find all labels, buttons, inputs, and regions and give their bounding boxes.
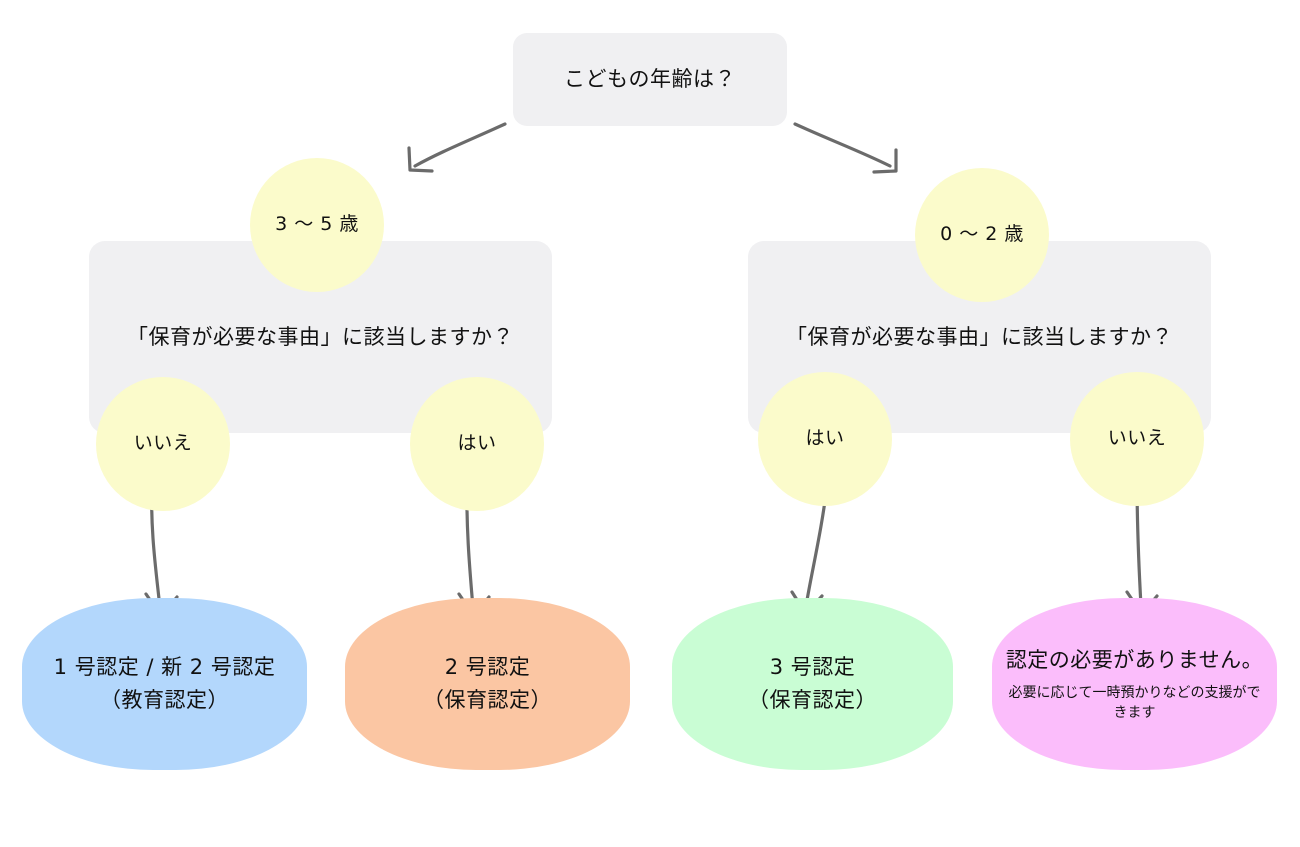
branch-label-age-0-2-text: 0 〜 2 歳 — [940, 223, 1024, 246]
branch-label-right-yes-text: はい — [805, 427, 845, 450]
outcome-4-line1: 認定の必要がありません。 — [1005, 648, 1264, 673]
edge-root-to-right-arrowhead — [872, 148, 898, 174]
edge-root-to-left — [413, 122, 507, 168]
branch-label-age-0-2[interactable]: 0 〜 2 歳 — [915, 168, 1049, 302]
branch-label-age-3-5-text: 3 〜 5 歳 — [275, 213, 359, 236]
edge-root-to-right — [793, 122, 892, 168]
outcome-3-line1: 3 号認定 — [769, 655, 856, 680]
outcome-1-line1: 1 号認定 / 新 2 号認定 — [53, 655, 276, 680]
outcome-2-line2: （保育認定） — [423, 688, 552, 712]
decision-right-label: 「保育が必要な事由」に該当しますか？ — [786, 324, 1173, 349]
branch-label-age-3-5[interactable]: 3 〜 5 歳 — [250, 158, 384, 292]
root-question-label: こどもの年齢は？ — [564, 67, 736, 92]
outcome-1-line2: （教育認定） — [100, 688, 229, 712]
edge-root-to-left-arrowhead — [407, 146, 434, 173]
branch-label-left-yes-text: はい — [457, 432, 497, 455]
outcome-node-3[interactable]: 3 号認定 （保育認定） — [672, 598, 953, 770]
outcome-node-4[interactable]: 認定の必要がありません。 必要に応じて一時預かりなどの支援ができます — [992, 598, 1277, 770]
outcome-node-1[interactable]: 1 号認定 / 新 2 号認定 （教育認定） — [22, 598, 307, 770]
outcome-node-2[interactable]: 2 号認定 （保育認定） — [345, 598, 630, 770]
outcome-3-line2: （保育認定） — [748, 688, 877, 712]
root-question-node[interactable]: こどもの年齢は？ — [513, 33, 787, 126]
branch-label-right-yes[interactable]: はい — [758, 372, 892, 506]
branch-label-left-no[interactable]: いいえ — [96, 377, 230, 511]
branch-label-left-yes[interactable]: はい — [410, 377, 544, 511]
decision-left-label: 「保育が必要な事由」に該当しますか？ — [127, 324, 514, 349]
branch-label-right-no[interactable]: いいえ — [1070, 372, 1204, 506]
outcome-2-line1: 2 号認定 — [444, 655, 531, 680]
outcome-4-sub: 必要に応じて一時預かりなどの支援ができます — [1008, 684, 1261, 722]
branch-label-left-no-text: いいえ — [133, 432, 193, 455]
branch-label-right-no-text: いいえ — [1107, 427, 1167, 450]
